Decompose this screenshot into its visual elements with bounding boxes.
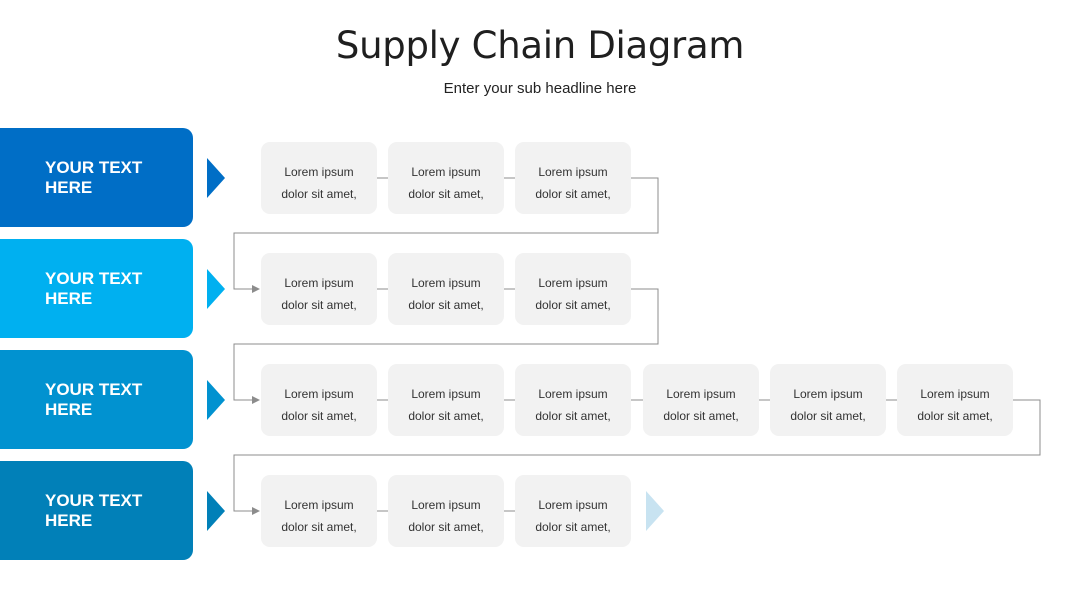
card-text-line2: dolor sit amet,	[408, 520, 484, 534]
card-text-line1: Lorem ipsum	[284, 165, 354, 179]
page-title: Supply Chain Diagram	[335, 24, 745, 67]
card-text-line1: Lorem ipsum	[411, 498, 481, 512]
card-text-line1: Lorem ipsum	[284, 276, 354, 290]
card: Lorem ipsum dolor sit amet,	[388, 475, 504, 547]
card-text-line1: Lorem ipsum	[411, 276, 481, 290]
card-text-line1: Lorem ipsum	[284, 498, 354, 512]
card-text-line2: dolor sit amet,	[535, 298, 611, 312]
row-label-line2: HERE	[45, 400, 93, 419]
card-text-line2: dolor sit amet,	[408, 298, 484, 312]
card: Lorem ipsum dolor sit amet,	[770, 364, 886, 436]
card-text-line1: Lorem ipsum	[411, 165, 481, 179]
row-label-line1: YOUR TEXT	[45, 491, 143, 510]
card-text-line2: dolor sit amet,	[535, 520, 611, 534]
card-text-line1: Lorem ipsum	[920, 387, 990, 401]
card-text-line1: Lorem ipsum	[538, 276, 608, 290]
row-label-1: YOUR TEXT HERE	[0, 128, 193, 227]
card: Lorem ipsum dolor sit amet,	[388, 142, 504, 214]
card-text-line2: dolor sit amet,	[408, 409, 484, 423]
card-text-line2: dolor sit amet,	[535, 409, 611, 423]
card: Lorem ipsum dolor sit amet,	[388, 364, 504, 436]
card-text-line1: Lorem ipsum	[538, 165, 608, 179]
card: Lorem ipsum dolor sit amet,	[388, 253, 504, 325]
card: Lorem ipsum dolor sit amet,	[515, 475, 631, 547]
connector-wrap-line	[233, 399, 1041, 515]
card-text-line2: dolor sit amet,	[663, 409, 739, 423]
card-text-line1: Lorem ipsum	[538, 387, 608, 401]
card-text-line1: Lorem ipsum	[411, 387, 481, 401]
row-arrow-1	[207, 158, 225, 198]
end-arrow-icon	[646, 491, 664, 531]
card-text-line2: dolor sit amet,	[281, 520, 357, 534]
card-text-line2: dolor sit amet,	[281, 409, 357, 423]
row-arrow-3	[207, 380, 225, 420]
row-arrow-4	[207, 491, 225, 531]
row-label-2: YOUR TEXT HERE	[0, 239, 193, 338]
card: Lorem ipsum dolor sit amet,	[515, 364, 631, 436]
card-text-line1: Lorem ipsum	[538, 498, 608, 512]
row-label-line1: YOUR TEXT	[45, 158, 143, 177]
card: Lorem ipsum dolor sit amet,	[643, 364, 759, 436]
row-label-line1: YOUR TEXT	[45, 380, 143, 399]
row-arrow-2	[207, 269, 225, 309]
connector-wrap-line	[233, 288, 659, 404]
connector-wrap-line	[233, 177, 659, 293]
card: Lorem ipsum dolor sit amet,	[261, 364, 377, 436]
card: Lorem ipsum dolor sit amet,	[261, 475, 377, 547]
card-text-line2: dolor sit amet,	[917, 409, 993, 423]
card-text-line1: Lorem ipsum	[793, 387, 863, 401]
row-label-line2: HERE	[45, 289, 93, 308]
row-label-3: YOUR TEXT HERE	[0, 350, 193, 449]
card: Lorem ipsum dolor sit amet,	[897, 364, 1013, 436]
row-label-line2: HERE	[45, 511, 93, 530]
card-text-line2: dolor sit amet,	[408, 187, 484, 201]
row-label-4: YOUR TEXT HERE	[0, 461, 193, 560]
card: Lorem ipsum dolor sit amet,	[515, 253, 631, 325]
card-text-line2: dolor sit amet,	[281, 298, 357, 312]
card-text-line1: Lorem ipsum	[284, 387, 354, 401]
card: Lorem ipsum dolor sit amet,	[261, 142, 377, 214]
row-label-line2: HERE	[45, 178, 93, 197]
card-text-line1: Lorem ipsum	[666, 387, 736, 401]
row-label-line1: YOUR TEXT	[45, 269, 143, 288]
card: Lorem ipsum dolor sit amet,	[515, 142, 631, 214]
card-text-line2: dolor sit amet,	[535, 187, 611, 201]
card-text-line2: dolor sit amet,	[790, 409, 866, 423]
card-text-line2: dolor sit amet,	[281, 187, 357, 201]
page-subtitle: Enter your sub headline here	[443, 80, 637, 97]
card: Lorem ipsum dolor sit amet,	[261, 253, 377, 325]
